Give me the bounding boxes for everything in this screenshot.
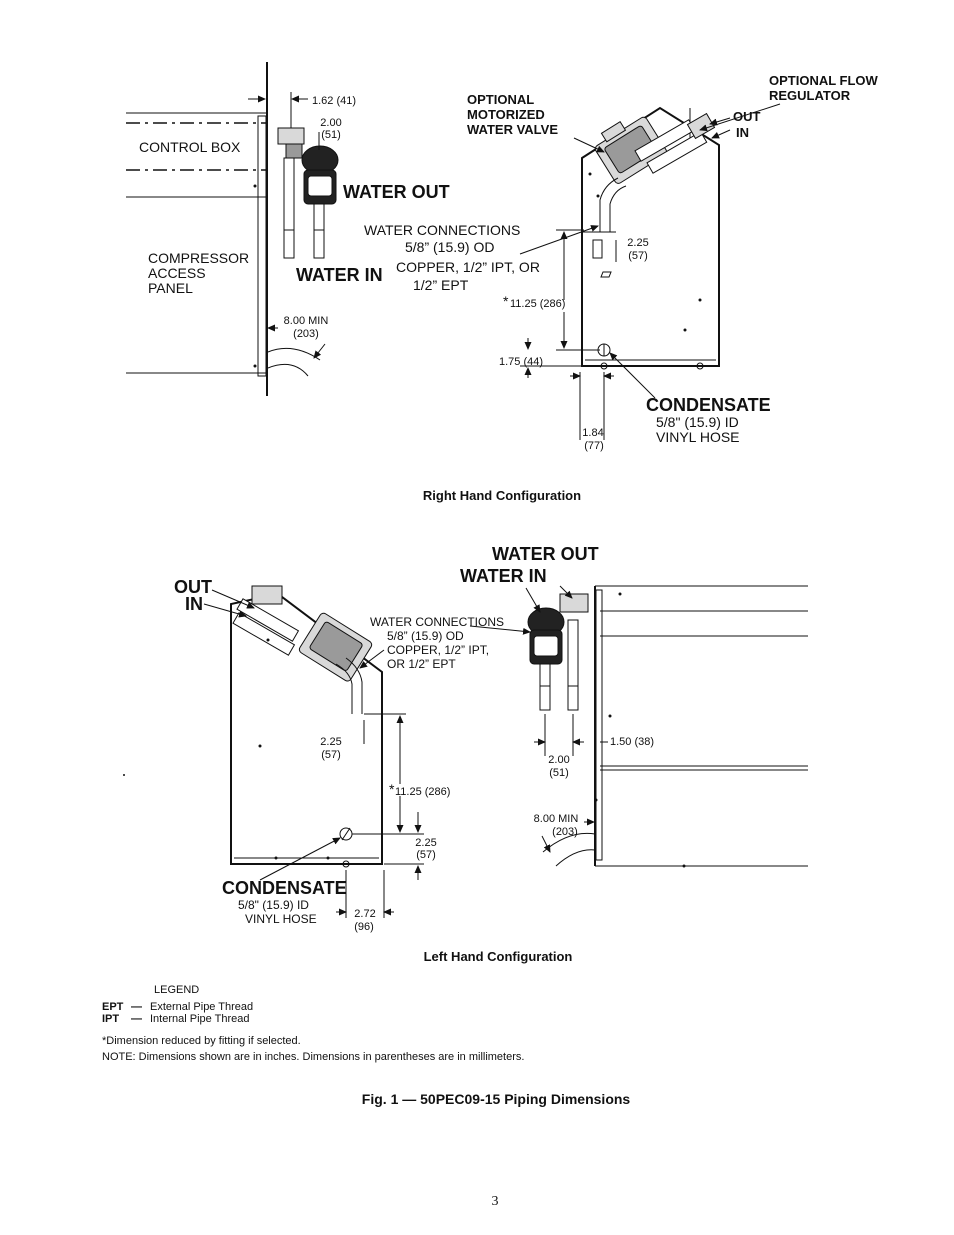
rh-min-clearance-mm: (203) [293, 328, 319, 340]
rh-dim-184-mm: (77) [584, 440, 604, 452]
rh-compressor-label-3: PANEL [148, 280, 193, 296]
lh-dim-1125-star: * [389, 781, 395, 797]
rh-compressor-label-2: ACCESS [148, 265, 206, 281]
lh-dim-225-mm: (57) [321, 749, 341, 761]
lh-water-out-label: WATER OUT [492, 544, 599, 564]
units-note: NOTE: Dimensions shown are in inches. Di… [102, 1051, 524, 1063]
rh-motorized-valve-label-2: MOTORIZED [467, 107, 545, 122]
rh-dim-200-in: 2.00 [320, 117, 341, 129]
lh-side-view [469, 585, 808, 868]
lh-out-label: OUT [174, 577, 212, 597]
lh-water-in-label: WATER IN [460, 566, 547, 586]
page-number: 3 [492, 1194, 499, 1209]
legend-ipt-dash: — [131, 1013, 142, 1025]
rh-water-in-label: WATER IN [296, 265, 383, 285]
right-hand-configuration: 1.62 (41) 2.00 (51) CONTROL BOX WATER OU… [126, 62, 879, 503]
rh-flow-regulator-label-1: OPTIONAL FLOW [769, 73, 879, 88]
rh-min-clearance-in: 8.00 MIN [284, 315, 329, 327]
rh-flow-regulator-label-2: REGULATOR [769, 88, 851, 103]
rh-side-view [126, 62, 339, 396]
rh-dim-225-in: 2.25 [627, 237, 648, 249]
rh-dim-184-in: 1.84 [582, 427, 603, 439]
lh-in-label: IN [185, 594, 203, 614]
rh-motorized-valve-label-1: OPTIONAL [467, 92, 534, 107]
lh-condensate-hose-1: 5/8" (15.9) ID [238, 898, 309, 912]
lh-water-connections-4: OR 1/2” EPT [387, 657, 456, 671]
rh-water-connections-1: WATER CONNECTIONS [364, 222, 520, 238]
rh-dim-225-mm: (57) [628, 250, 648, 262]
lh-dim-272-in: 2.72 [354, 908, 375, 920]
legend-ept-abbr: EPT [102, 1001, 124, 1013]
rh-dim-200-mm: (51) [321, 129, 341, 141]
lh-dim-225c-in: 2.25 [415, 837, 436, 849]
rh-dim-1125-star: * [503, 293, 509, 309]
rh-water-out-label: WATER OUT [343, 182, 450, 202]
rh-dim-162: 1.62 (41) [312, 95, 356, 107]
lh-front-view [123, 585, 424, 918]
lh-water-connections-3: COPPER, 1/2” IPT, [387, 643, 489, 657]
lh-dim-225-in: 2.25 [320, 736, 341, 748]
rh-condensate-hose-2: VINYL HOSE [656, 429, 740, 445]
rh-dim-1125: 11.25 (286) [510, 298, 565, 310]
lh-min-clearance-in: 8.00 MIN [534, 813, 579, 825]
lh-water-connections-1: WATER CONNECTIONS [370, 615, 504, 629]
rh-control-box-label: CONTROL BOX [139, 139, 241, 155]
lh-dim-200-mm: (51) [549, 767, 569, 779]
rh-caption: Right Hand Configuration [423, 488, 581, 503]
lh-dim-225c-mm: (57) [416, 849, 436, 861]
figure-caption: Fig. 1 — 50PEC09-15 Piping Dimensions [362, 1091, 631, 1107]
lh-dim-272-mm: (96) [354, 921, 374, 933]
legend-title: LEGEND [154, 984, 199, 996]
rh-motorized-valve-label-3: WATER VALVE [467, 122, 558, 137]
star-footnote: *Dimension reduced by fitting if selecte… [102, 1035, 301, 1047]
rh-water-connections-3: COPPER, 1/2” IPT, OR [396, 259, 540, 275]
left-hand-configuration: WATER OUT WATER IN OUT IN WATER CONNECTI… [123, 544, 808, 964]
lh-condensate-label: CONDENSATE [222, 878, 347, 898]
lh-caption: Left Hand Configuration [424, 949, 573, 964]
lh-water-connections-2: 5/8” (15.9) OD [387, 629, 464, 643]
rh-compressor-label-1: COMPRESSOR [148, 250, 249, 266]
rh-water-connections-4: 1/2” EPT [413, 277, 469, 293]
rh-condensate-label: CONDENSATE [646, 395, 771, 415]
legend-ept-text: External Pipe Thread [150, 1001, 253, 1013]
legend-ept-dash: — [131, 1001, 142, 1013]
rh-dim-175: 1.75 (44) [499, 356, 543, 368]
rh-front-view [519, 103, 781, 440]
rh-water-connections-2: 5/8” (15.9) OD [405, 239, 494, 255]
rh-out-label: OUT [733, 109, 761, 124]
legend: LEGEND EPT — External Pipe Thread IPT — … [102, 984, 253, 1025]
legend-ipt-abbr: IPT [102, 1013, 119, 1025]
rh-condensate-hose-1: 5/8" (15.9) ID [656, 414, 739, 430]
rh-in-label: IN [736, 125, 749, 140]
lh-min-clearance-mm: (203) [552, 826, 578, 838]
lh-dim-200-in: 2.00 [548, 754, 569, 766]
legend-ipt-text: Internal Pipe Thread [150, 1013, 249, 1025]
lh-dim-150: 1.50 (38) [610, 736, 654, 748]
lh-dim-1125: 11.25 (286) [395, 786, 450, 798]
lh-condensate-hose-2: VINYL HOSE [245, 912, 317, 926]
